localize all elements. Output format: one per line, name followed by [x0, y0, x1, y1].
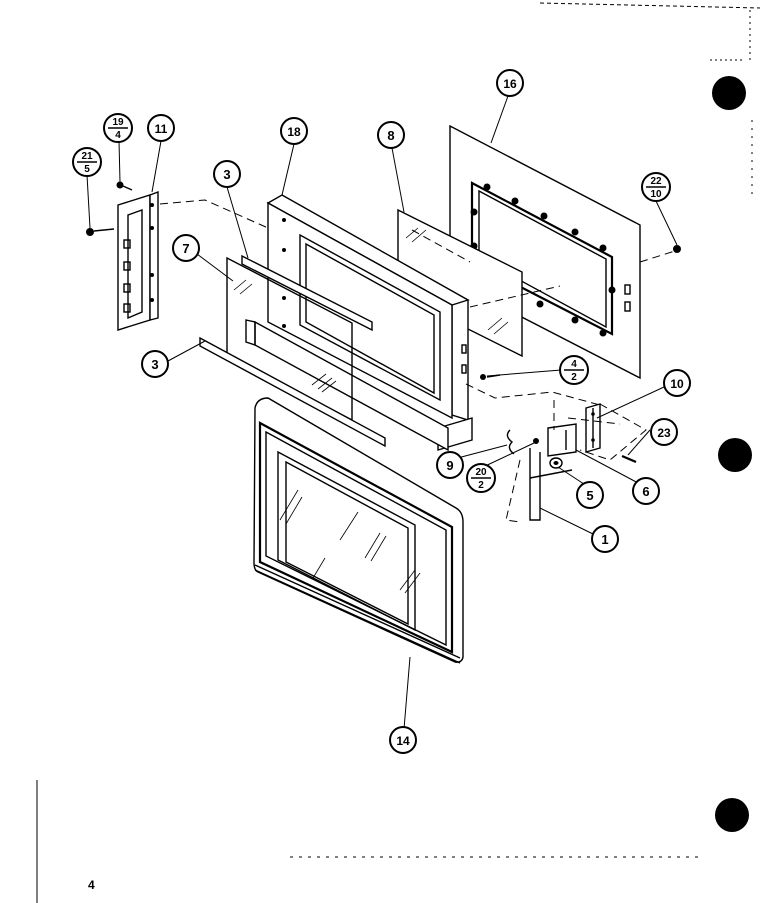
- callout-18: 18: [280, 117, 308, 145]
- callout-3-lower: 3: [141, 350, 169, 378]
- callout-3-upper-label: 3: [223, 167, 230, 182]
- callout-fraction-20-2-top: 20: [475, 467, 487, 478]
- callout-6: 6: [632, 477, 660, 505]
- callout-1-label: 1: [601, 532, 608, 547]
- callout-18-label: 18: [287, 125, 301, 139]
- callout-fraction-21-5-top: 21: [81, 151, 93, 162]
- callout-fraction-4-2: 4 2: [559, 355, 589, 385]
- callout-fraction-19-4-bottom: 4: [115, 130, 121, 141]
- callout-9-label: 9: [446, 458, 453, 473]
- callout-16-label: 16: [503, 77, 517, 91]
- callout-fraction-19-4-top: 19: [112, 117, 124, 128]
- callout-fraction-22-10-top: 22: [650, 176, 662, 187]
- scan-edge-marks: [36, 2, 761, 903]
- binder-hole-bottom: [715, 798, 749, 832]
- callout-7-label: 7: [182, 241, 189, 256]
- screw-22: [673, 245, 681, 253]
- callout-8: 8: [377, 121, 405, 149]
- callout-10-label: 10: [670, 377, 684, 391]
- callout-11: 11: [147, 114, 175, 142]
- callout-fraction-22-10-bottom: 10: [650, 189, 662, 200]
- leader-lines: [86, 95, 678, 730]
- callout-5: 5: [576, 481, 604, 509]
- part-3-upper-strip: [241, 254, 373, 332]
- callout-fraction-22-10: 22 10: [641, 172, 671, 202]
- screws: [86, 181, 681, 380]
- callout-23-label: 23: [657, 426, 671, 440]
- callout-23: 23: [650, 418, 678, 446]
- callout-fraction-4-2-bottom: 2: [571, 372, 577, 383]
- assembly-dashed-lines: [159, 199, 679, 523]
- page-number: 4: [88, 878, 95, 892]
- part-11-hinge-bracket: [117, 190, 159, 331]
- callout-fraction-4-2-top: 4: [571, 359, 577, 370]
- part-10-bracket: [585, 403, 601, 453]
- callout-5-label: 5: [586, 488, 593, 503]
- callout-fraction-21-5: 21 5: [72, 147, 102, 177]
- callout-14-label: 14: [396, 734, 410, 748]
- callout-fraction-20-2-bottom: 2: [478, 480, 484, 491]
- callout-fraction-19-4: 19 4: [103, 113, 133, 143]
- screw-21: [86, 228, 115, 236]
- callout-9: 9: [436, 451, 464, 479]
- binder-hole-top: [712, 76, 746, 110]
- part-1-hinge-arm: [529, 448, 573, 521]
- binder-holes: [712, 76, 752, 832]
- callout-11-label: 11: [155, 122, 168, 136]
- callout-3-lower-label: 3: [151, 357, 158, 372]
- callout-8-label: 8: [387, 128, 394, 143]
- callout-fraction-21-5-bottom: 5: [84, 164, 90, 175]
- hinge-assembly: [506, 403, 637, 521]
- part-6-hinge: [547, 423, 577, 457]
- callout-7: 7: [172, 234, 200, 262]
- part-14-outer-door: [253, 397, 464, 664]
- callout-10: 10: [663, 369, 691, 397]
- part-23-pin: [621, 454, 637, 464]
- binder-hole-middle: [718, 438, 752, 472]
- part-9-spring: [506, 429, 515, 455]
- callout-14: 14: [389, 726, 417, 754]
- callout-1: 1: [591, 525, 619, 553]
- callout-6-label: 6: [642, 484, 649, 499]
- callout-3-upper: 3: [213, 160, 241, 188]
- callout-16: 16: [496, 69, 524, 97]
- callout-fraction-20-2: 20 2: [466, 463, 496, 493]
- part-20-screw: [533, 438, 539, 444]
- screw-19: [116, 181, 133, 191]
- part-5-roller: [549, 457, 563, 469]
